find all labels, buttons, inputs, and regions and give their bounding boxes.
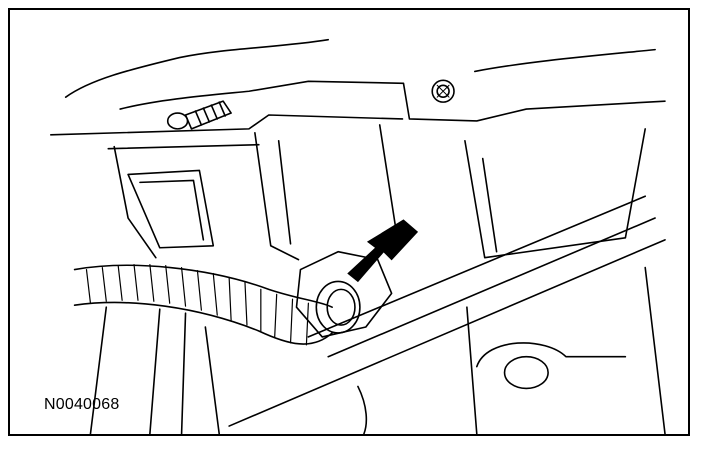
lower-panel bbox=[205, 327, 219, 434]
rail-third bbox=[229, 240, 665, 426]
central-web-inner bbox=[279, 141, 291, 244]
casting-upper-right bbox=[475, 50, 655, 72]
lower-right-knob bbox=[505, 357, 549, 389]
pointer-arrow bbox=[348, 220, 417, 281]
figure-id-label: N0040068 bbox=[44, 396, 120, 413]
casting-ridge bbox=[120, 81, 665, 121]
housing-right-inner bbox=[483, 159, 497, 252]
engine-illustration bbox=[10, 10, 688, 434]
diagram-frame: N0040068 bbox=[8, 8, 690, 436]
lower-left-struts bbox=[90, 307, 185, 434]
housing-right-panel bbox=[465, 129, 645, 258]
stud-bolt-left bbox=[168, 101, 231, 129]
casting-lower-ledge bbox=[108, 145, 259, 149]
casting-top-edge bbox=[66, 40, 329, 97]
corrugated-tube bbox=[75, 265, 333, 345]
lower-right-flange bbox=[467, 268, 665, 434]
central-web-left bbox=[255, 133, 299, 260]
bottom-arc bbox=[358, 386, 366, 434]
lower-right-boss bbox=[477, 343, 626, 367]
nut-right bbox=[432, 80, 454, 102]
housing-left-column bbox=[114, 147, 156, 258]
rail-lower bbox=[328, 218, 655, 357]
housing-pocket bbox=[128, 170, 213, 247]
rail-upper bbox=[308, 196, 645, 337]
housing-pocket-inner bbox=[140, 180, 203, 239]
hex-fitting bbox=[296, 252, 391, 337]
casting-ledge bbox=[51, 115, 403, 135]
